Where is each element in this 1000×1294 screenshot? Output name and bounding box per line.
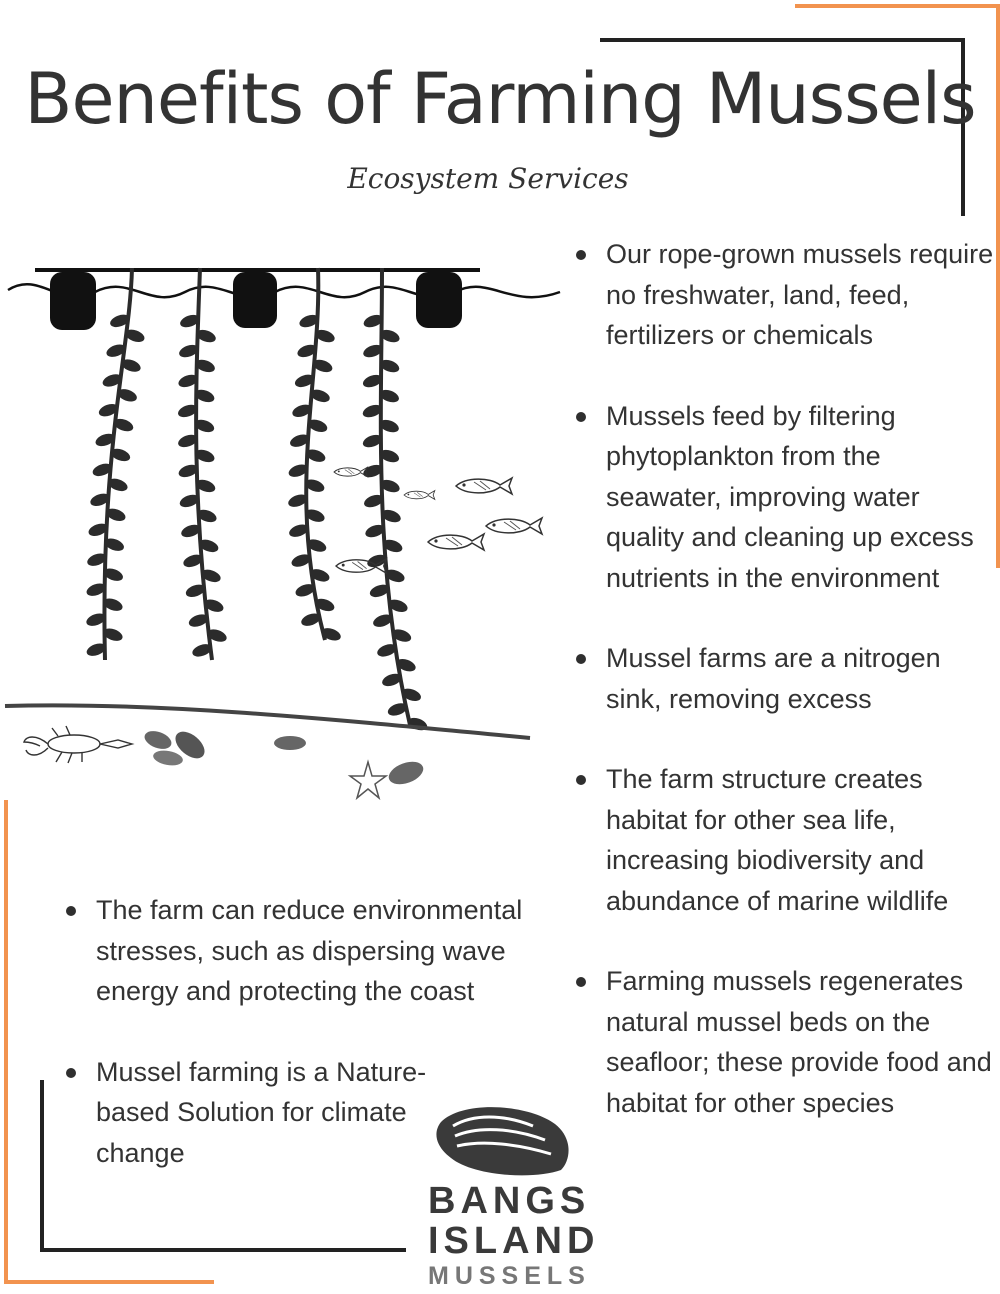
mussel-rope-icon <box>102 267 134 661</box>
dark-frame-top-right <box>600 38 965 216</box>
fish-icon <box>485 517 543 535</box>
fish-icon <box>427 533 485 551</box>
bullet-item: Mussels feed by filtering phytoplankton … <box>576 396 1000 599</box>
mussel-shell-icon <box>153 750 183 766</box>
bullet-item: Mussel farms are a nitrogen sink, removi… <box>576 638 1000 719</box>
left-bullet-list: The farm can reduce environmental stress… <box>66 890 536 1213</box>
orange-frame-bottom-left <box>4 800 214 1284</box>
lobster-icon <box>23 725 135 764</box>
orange-frame-top-right <box>795 4 1000 568</box>
dark-frame-bottom-left <box>40 1080 406 1252</box>
mussel-rope-icon <box>194 267 214 661</box>
page-title: Benefits of Farming Mussels <box>24 58 976 140</box>
buoy-icon <box>50 272 96 330</box>
bullet-item: The farm structure creates habitat for o… <box>576 759 966 921</box>
mussel-shell-icon <box>144 731 172 749</box>
bullet-item: The farm can reduce environmental stress… <box>66 890 526 1012</box>
fish-icon <box>403 490 436 500</box>
logo-line-1: BANGS <box>428 1180 591 1222</box>
buoy-icon <box>233 272 277 328</box>
logo-line-2: ISLAND <box>428 1220 600 1262</box>
bullet-item: Farming mussels regenerates natural muss… <box>576 961 1000 1123</box>
right-bullet-list: Our rope-grown mussels require no freshw… <box>576 234 996 1163</box>
mussel-rope-icon <box>378 267 412 726</box>
mussel-logo-icon <box>436 1107 569 1176</box>
logo-line-3: MUSSELS <box>428 1262 591 1290</box>
bangs-island-logo: BANGS ISLAND MUSSELS <box>428 1100 600 1290</box>
starfish-icon <box>347 759 389 801</box>
mussel-shell-icon <box>274 736 306 750</box>
buoy-icon <box>416 272 462 328</box>
mussel-shell-icon <box>388 761 424 785</box>
mussel-farm-illustration <box>4 267 561 801</box>
bullet-item: Our rope-grown mussels require no freshw… <box>576 234 1000 356</box>
mussel-shell-icon <box>175 731 205 759</box>
fish-icon <box>333 466 369 478</box>
seafloor-line <box>4 703 531 740</box>
bullet-item: Mussel farming is a Nature-based Solutio… <box>66 1052 491 1174</box>
fish-icon <box>455 477 513 495</box>
page-subtitle: Ecosystem Services <box>347 162 629 195</box>
